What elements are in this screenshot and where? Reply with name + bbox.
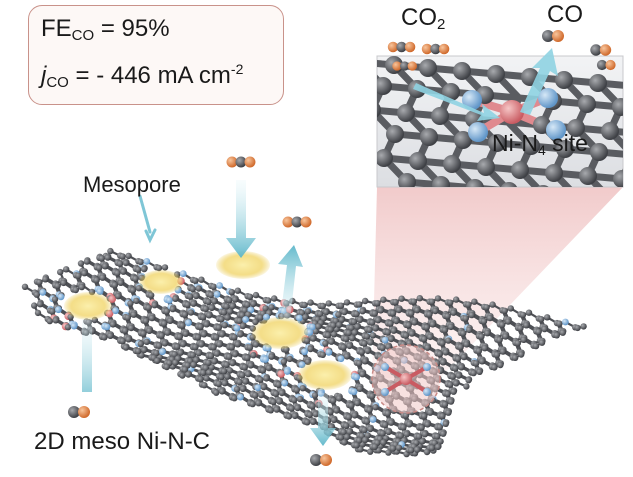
faradaic-efficiency-metric: FECO = 95% — [41, 15, 170, 44]
site-label-tail: site — [545, 130, 588, 156]
gas-molecules — [68, 156, 332, 466]
j-subscript: CO — [46, 74, 69, 91]
mesopore-3 — [216, 251, 270, 279]
co2-label-sub: 2 — [437, 16, 446, 33]
mesopore-5 — [298, 360, 352, 390]
co2-label: CO2 — [401, 4, 445, 33]
mesopore-4 — [252, 317, 308, 349]
mesopore-label: Mesopore — [83, 172, 181, 197]
fe-value: = 95% — [94, 15, 170, 42]
fe-symbol: FE — [41, 15, 72, 42]
zoom-inset — [376, 48, 624, 188]
performance-metrics-box: FECO = 95% jCO = - 446 mA cm-2 — [28, 5, 284, 105]
site-label-main: Ni-N — [492, 130, 538, 156]
inset-arrow-out — [520, 48, 558, 115]
mesopore-1 — [64, 292, 112, 320]
inset-arrow-in — [413, 83, 500, 121]
j-value: = - 446 mA cm — [68, 62, 231, 89]
diffusion-arrows — [82, 180, 336, 446]
co-label: CO — [547, 1, 583, 28]
current-density-metric: jCO = - 446 mA cm-2 — [41, 61, 243, 91]
material-name-label: 2D meso Ni-N-C — [34, 428, 211, 455]
graphene-sheet — [21, 247, 587, 458]
j-symbol: j — [41, 62, 47, 89]
fe-subscript: CO — [71, 27, 95, 44]
co2-label-main: CO — [401, 4, 437, 31]
ni-n4-site-label: Ni-N4 site — [492, 130, 588, 158]
mesopore-pointer — [138, 194, 157, 244]
site-label-sub: 4 — [538, 142, 546, 158]
mesopore-2 — [139, 270, 183, 294]
ni-n4-site-highlight — [371, 344, 441, 414]
j-exponent: -2 — [230, 61, 244, 77]
zoom-cone — [372, 187, 623, 378]
mesopores — [64, 251, 352, 390]
